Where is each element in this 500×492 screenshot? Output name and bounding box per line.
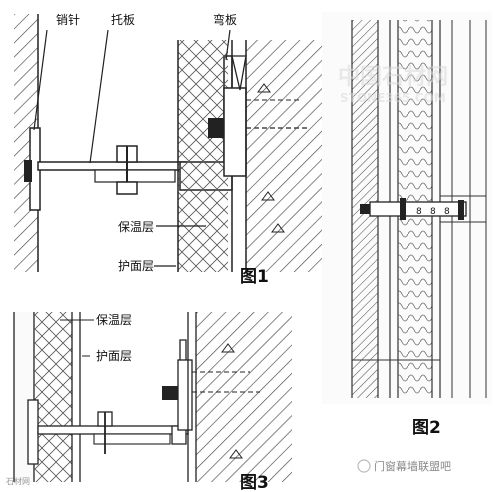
- fig2-caption: 图2: [412, 418, 441, 438]
- wechat-icon: [357, 459, 371, 473]
- figure-1: 销针 托板 弯板 保温层 护面层 图1: [14, 12, 330, 287]
- watermark-corner: 石材网: [6, 476, 30, 486]
- svg-text:8: 8: [444, 207, 450, 217]
- fig1-anchor-plate: [223, 87, 247, 177]
- fig1-right-wall: [246, 40, 330, 272]
- fig3-insulation: [34, 312, 72, 482]
- svg-text:8: 8: [430, 207, 436, 217]
- fig3-label-insulation: 保温层: [96, 313, 132, 327]
- fig2-anchor: [360, 204, 370, 214]
- fig1-label-bent-plate: 弯板: [213, 12, 237, 27]
- fig1-caption: 图1: [240, 267, 269, 287]
- fig1-pin: [24, 160, 32, 182]
- watermarks: 中国石材网 STONE365.COM 门窗幕墙联盟吧 石材网: [6, 65, 451, 486]
- figure-2: 8 8 8 图2: [322, 12, 492, 438]
- fig1-label-insulation: 保温层: [118, 220, 154, 234]
- watermark-site-en: STONE365.COM: [340, 91, 446, 105]
- svg-text:8: 8: [416, 207, 422, 217]
- fig1-support-plate: [37, 161, 187, 171]
- fig1-anchor-nut: [208, 118, 224, 138]
- fig3-anchor-nut: [162, 386, 178, 400]
- watermark-account: 门窗幕墙联盟吧: [374, 459, 451, 473]
- fig3-pin-plate: [27, 399, 39, 465]
- fig1-label-pin: 销针: [56, 12, 80, 27]
- fig3-label-facing: 护面层: [96, 349, 132, 363]
- figure-3: 保温层 护面层 图3: [13, 312, 292, 492]
- fig1-insulation: [178, 40, 228, 272]
- fig1-label-facing: 护面层: [118, 259, 154, 273]
- fig3-caption: 图3: [240, 473, 269, 492]
- watermark-site-cn: 中国石材网: [338, 65, 448, 90]
- fig1-bolt-nut-bottom: [116, 181, 138, 195]
- fig1-label-support-plate: 托板: [111, 13, 135, 27]
- fig3-support-plate: [37, 425, 189, 435]
- fig3-right-wall: [196, 312, 292, 482]
